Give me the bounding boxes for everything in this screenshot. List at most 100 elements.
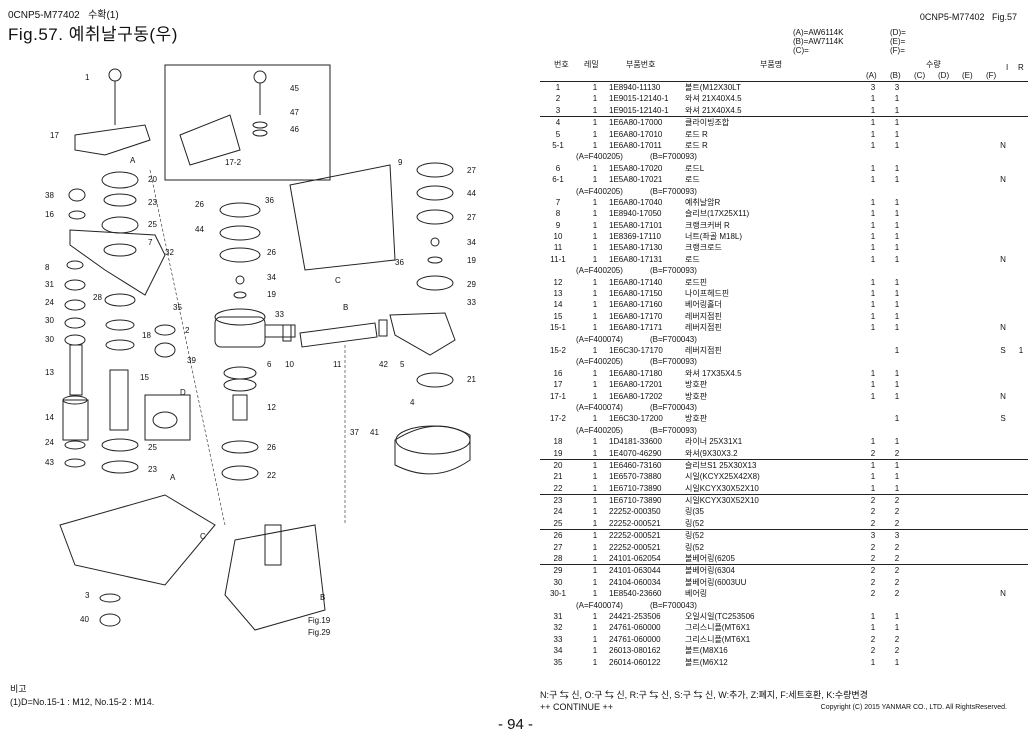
cell-qty: 1 bbox=[592, 289, 598, 299]
section-b: (B=F700093) bbox=[650, 266, 697, 276]
cell-name: 와셔(9X30X3.2 bbox=[685, 448, 738, 458]
cell-part-no: 1E6A80-17201 bbox=[609, 380, 663, 390]
cell-qty-b: 1 bbox=[894, 220, 900, 230]
cell-qty-a: 1 bbox=[870, 94, 876, 104]
cell-qty-a: 3 bbox=[870, 531, 876, 541]
callout: 16 bbox=[45, 210, 54, 219]
header-qty-group: 수량 bbox=[926, 60, 941, 69]
cell-qty: 1 bbox=[592, 209, 598, 219]
section-row: (A=F400074)(B=F700043) bbox=[540, 402, 1028, 413]
header-i: I bbox=[1006, 63, 1009, 72]
callout: 8 bbox=[45, 263, 50, 272]
cell-part-no: 1E6A80-17000 bbox=[609, 118, 663, 128]
footer-continue: ++ CONTINUE ++ bbox=[540, 702, 614, 712]
cell-qty-b: 1 bbox=[894, 289, 900, 299]
cell-part-no: 1E6A80-17180 bbox=[609, 368, 663, 378]
cell-qty-b: 2 bbox=[894, 634, 900, 644]
cell-ref: 10 bbox=[553, 232, 563, 242]
cell-qty-b: 1 bbox=[894, 391, 900, 401]
cell-qty-a: 1 bbox=[870, 209, 876, 219]
callout: 18 bbox=[142, 331, 151, 340]
callout: A bbox=[170, 473, 176, 482]
cell-qty-a: 2 bbox=[870, 542, 876, 552]
cell-qty-b: 1 bbox=[894, 380, 900, 390]
callout: 23 bbox=[148, 198, 157, 207]
cell-qty-b: 1 bbox=[894, 611, 900, 621]
cell-i: N bbox=[1000, 254, 1006, 264]
callout: C bbox=[200, 532, 206, 541]
section-a: (A=F400205) bbox=[576, 186, 623, 196]
cell-name: 로드 bbox=[685, 254, 700, 264]
cell-part-no: 1E6710-73890 bbox=[609, 483, 662, 493]
cell-qty-a: 2 bbox=[870, 518, 876, 528]
cell-ref: 32 bbox=[553, 623, 563, 633]
section-b: (B=F700093) bbox=[650, 152, 697, 162]
cell-name: 로드L bbox=[685, 163, 705, 173]
callout: 7 bbox=[148, 238, 153, 247]
cell-qty-a: 1 bbox=[870, 289, 876, 299]
cell-part-no: 1E6A80-17160 bbox=[609, 300, 663, 310]
cell-qty-b: 1 bbox=[894, 105, 900, 115]
callout: 26 bbox=[267, 443, 276, 452]
cell-qty-a: 1 bbox=[870, 118, 876, 128]
cell-qty-a: 1 bbox=[870, 623, 876, 633]
cell-qty: 1 bbox=[592, 531, 598, 541]
cell-qty-a: 1 bbox=[870, 472, 876, 482]
callout: 38 bbox=[45, 191, 54, 200]
cell-qty: 1 bbox=[592, 380, 598, 390]
variant-b: (B)=AW7114K bbox=[793, 37, 844, 46]
callout: 2 bbox=[185, 326, 190, 335]
cell-name: 링(52 bbox=[685, 542, 704, 552]
cell-qty-a: 1 bbox=[870, 391, 876, 401]
cell-qty-b: 1 bbox=[894, 197, 900, 207]
cell-ref: 17 bbox=[553, 380, 563, 390]
cell-part-no: 1E5A80-17021 bbox=[609, 175, 663, 185]
cell-name: 베어링 bbox=[685, 589, 708, 599]
cell-part-no: 1E6A80-17170 bbox=[609, 311, 663, 321]
cell-ref: 19 bbox=[553, 448, 563, 458]
cell-name: 그리스니플(MT6X1 bbox=[685, 634, 751, 644]
cell-name: 오일시일(TC253506 bbox=[685, 611, 755, 621]
section-a: (A=F400205) bbox=[576, 152, 623, 162]
cell-qty: 1 bbox=[592, 94, 598, 104]
cell-name: 클라이빙조합 bbox=[685, 118, 730, 128]
cell-part-no: 22252-000521 bbox=[609, 518, 661, 528]
cell-qty-b: 1 bbox=[894, 254, 900, 264]
callout: 26 bbox=[195, 200, 204, 209]
cell-qty-b: 1 bbox=[894, 209, 900, 219]
cell-qty: 1 bbox=[592, 368, 598, 378]
doc-code-text: 0CNP5-M77402 bbox=[8, 10, 80, 21]
callout: 28 bbox=[93, 293, 102, 302]
callout: 3 bbox=[85, 591, 90, 600]
cell-qty-b: 1 bbox=[894, 277, 900, 287]
cell-name: 와셔 21X40X4.5 bbox=[685, 94, 742, 104]
header-r: R bbox=[1018, 63, 1024, 72]
cell-qty-b: 1 bbox=[894, 414, 900, 424]
cell-name: 링(52 bbox=[685, 531, 704, 541]
callout: 40 bbox=[80, 615, 89, 624]
cell-qty-a: 2 bbox=[870, 577, 876, 587]
header-right-code: 0CNP5-M77402 bbox=[919, 12, 985, 22]
cell-qty: 1 bbox=[592, 277, 598, 287]
cell-qty: 1 bbox=[592, 345, 598, 355]
callout: 19 bbox=[467, 256, 476, 265]
cell-ref: 5-1 bbox=[552, 140, 564, 150]
cell-ref: 2 bbox=[555, 94, 561, 104]
header-col-d: (D) bbox=[938, 71, 950, 80]
cell-name: 링(52 bbox=[685, 518, 704, 528]
callout: 33 bbox=[467, 298, 476, 307]
cell-qty-b: 1 bbox=[894, 311, 900, 321]
cell-ref: 23 bbox=[553, 496, 563, 506]
cell-qty: 1 bbox=[592, 232, 598, 242]
callout: A bbox=[130, 156, 136, 165]
cell-ref: 3 bbox=[555, 105, 561, 115]
cell-qty: 1 bbox=[592, 140, 598, 150]
header-col-a: (A) bbox=[866, 71, 877, 80]
